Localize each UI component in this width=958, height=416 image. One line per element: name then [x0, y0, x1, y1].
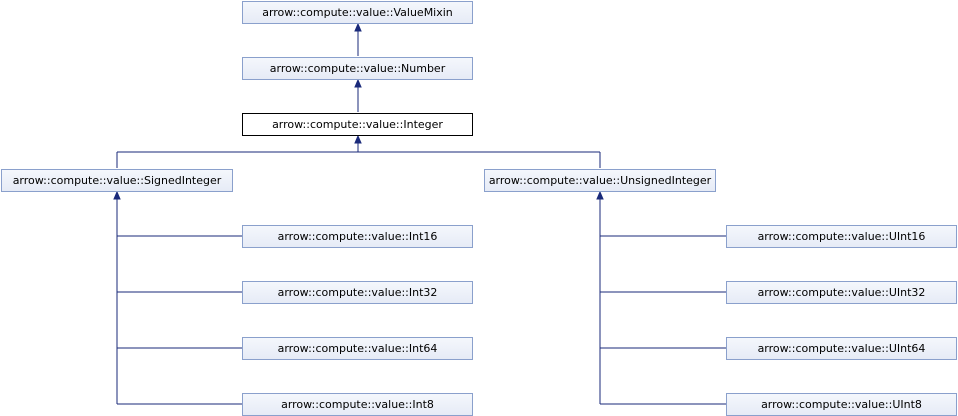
node-int32[interactable]: arrow::compute::value::Int32 — [242, 281, 473, 304]
node-uint32[interactable]: arrow::compute::value::UInt32 — [726, 281, 957, 304]
node-int16[interactable]: arrow::compute::value::Int16 — [242, 225, 473, 248]
arrowhead-signed-integer — [113, 190, 121, 200]
node-int64[interactable]: arrow::compute::value::Int64 — [242, 337, 473, 360]
node-uint8[interactable]: arrow::compute::value::UInt8 — [726, 393, 957, 416]
node-uint64[interactable]: arrow::compute::value::UInt64 — [726, 337, 957, 360]
node-signed-integer[interactable]: arrow::compute::value::SignedInteger — [1, 169, 233, 192]
node-integer-current: arrow::compute::value::Integer — [242, 113, 473, 136]
arrowhead-valuemixin — [354, 22, 362, 32]
node-int8[interactable]: arrow::compute::value::Int8 — [242, 393, 473, 416]
node-value-mixin[interactable]: arrow::compute::value::ValueMixin — [242, 1, 473, 24]
arrowhead-unsigned-integer — [596, 190, 604, 200]
node-uint16[interactable]: arrow::compute::value::UInt16 — [726, 225, 957, 248]
node-unsigned-integer[interactable]: arrow::compute::value::UnsignedInteger — [484, 169, 716, 192]
arrowhead-number — [354, 78, 362, 88]
arrowhead-integer — [354, 134, 362, 144]
node-number[interactable]: arrow::compute::value::Number — [242, 57, 473, 80]
